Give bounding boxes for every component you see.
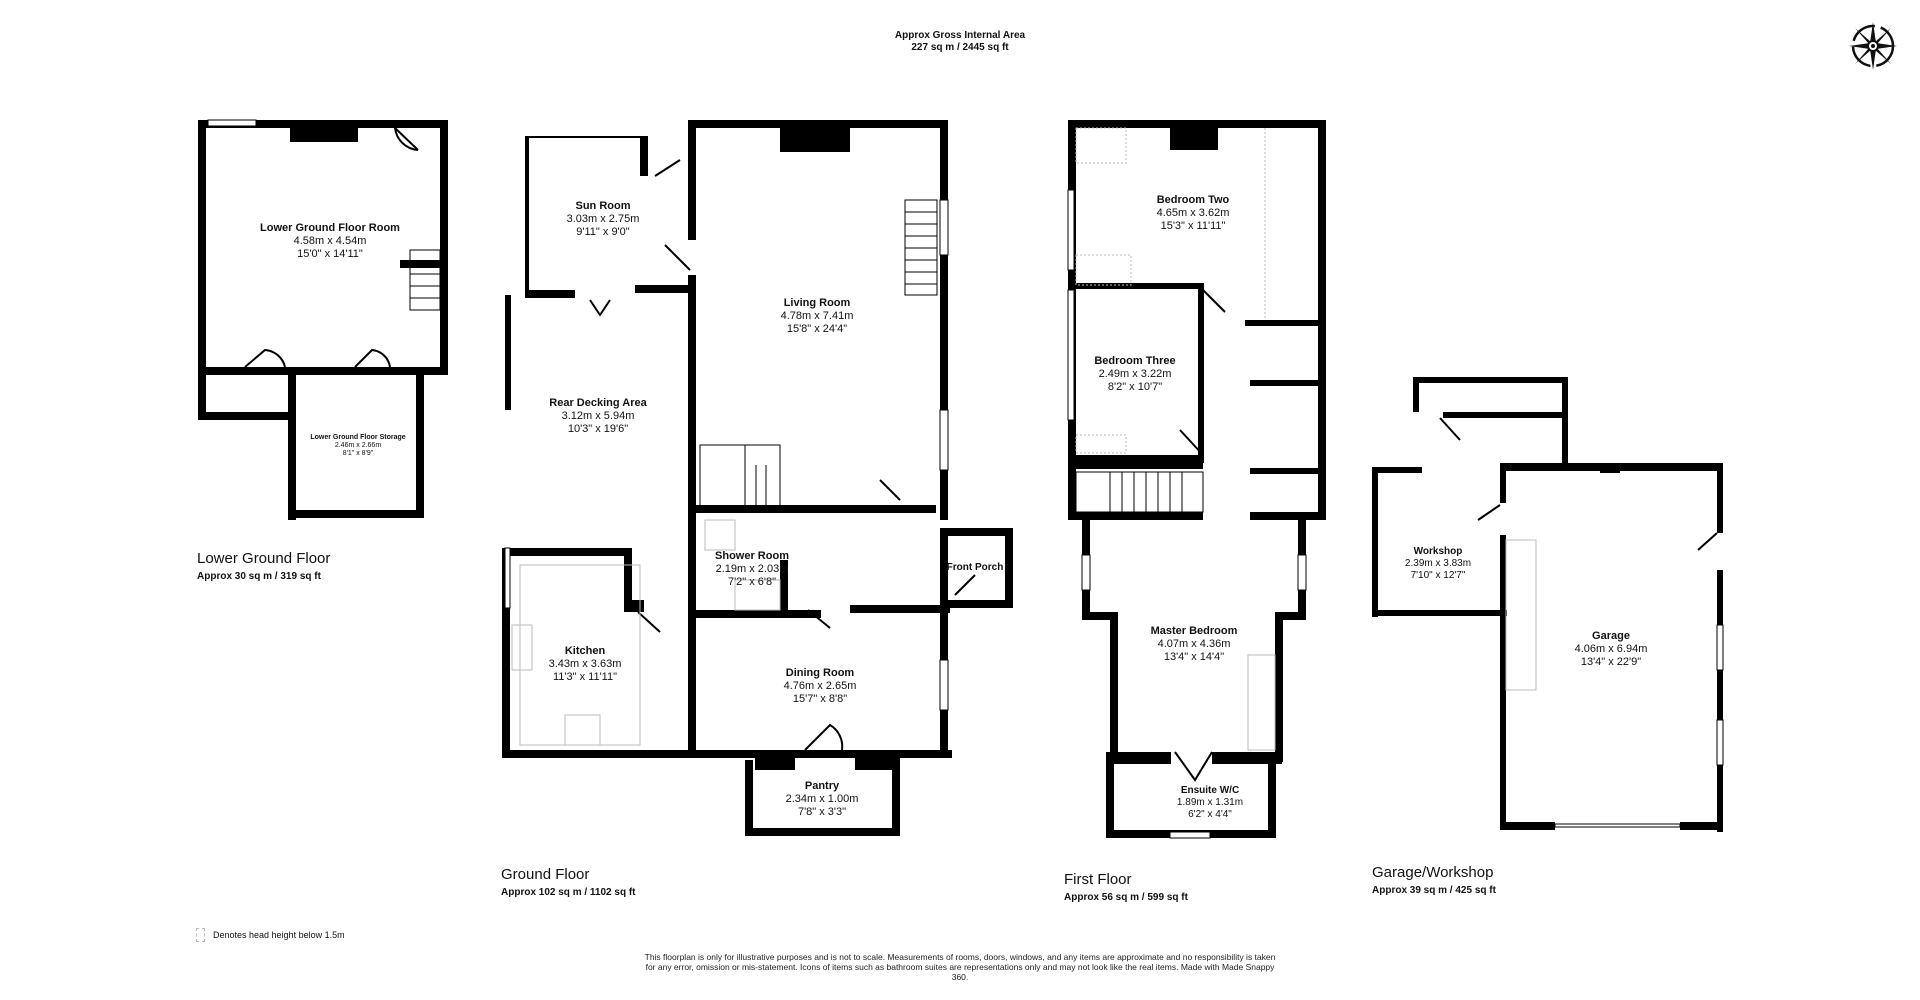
room-pantry: Pantry 2.34m x 1.00m 7'8" x 3'3" (785, 780, 859, 818)
gross-area-value: 227 sq m / 2445 sq ft (911, 42, 1009, 53)
room-garage: Garage 4.06m x 6.94m 13'4" x 22'9" (1574, 630, 1648, 668)
room-bedroom-three: Bedroom Three 2.49m x 3.22m 8'2" x 10'7" (1094, 355, 1176, 393)
floor-area-first: Approx 56 sq m / 599 sq ft (1064, 892, 1188, 903)
room-lower-ground-floor-room: Lower Ground Floor Room 4.58m x 4.54m 15… (260, 222, 400, 260)
room-sun-room: Sun Room 3.03m x 2.75m 9'11" x 9'0" (566, 200, 640, 238)
gross-area-header: Approx Gross Internal Area 227 sq m / 24… (0, 30, 1920, 54)
room-bedroom-two: Bedroom Two 4.65m x 3.62m 15'3" x 11'11" (1156, 194, 1230, 232)
room-lower-ground-floor-storage: Lower Ground Floor Storage 2.46m x 2.66m… (310, 434, 406, 457)
floor-title-lower-ground: Lower Ground Floor (197, 550, 331, 567)
disclaimer: This floorplan is only for illustrative … (644, 952, 1276, 982)
room-master-bedroom: Master Bedroom 4.07m x 4.36m 13'4" x 14'… (1150, 625, 1238, 663)
wall (198, 120, 448, 128)
room-shower-room: Shower Room 2.19m x 2.03m 7'2" x 6'8" (715, 550, 789, 588)
room-rear-decking-area: Rear Decking Area 3.12m x 5.94m 10'3" x … (549, 397, 647, 435)
gross-area-title: Approx Gross Internal Area (894, 30, 1026, 41)
room-dining-room: Dining Room 4.76m x 2.65m 15'7" x 8'8" (783, 667, 857, 705)
floor-area-ground: Approx 102 sq m / 1102 sq ft (501, 887, 636, 898)
room-front-porch: Front Porch (946, 562, 1004, 573)
floor-title-garage: Garage/Workshop (1372, 864, 1494, 881)
floor-title-ground: Ground Floor (501, 866, 590, 883)
floor-title-first: First Floor (1064, 871, 1132, 888)
room-kitchen: Kitchen 3.43m x 3.63m 11'3" x 11'11" (548, 645, 622, 683)
room-living-room: Living Room 4.78m x 7.41m 15'8" x 24'4" (780, 297, 854, 335)
legend-text: Denotes head height below 1.5m (213, 930, 345, 940)
head-height-swatch-icon (196, 928, 205, 942)
floor-area-garage: Approx 39 sq m / 425 sq ft (1372, 885, 1496, 896)
room-workshop: Workshop 2.39m x 3.83m 7'10" x 12'7" (1404, 546, 1472, 581)
legend: Denotes head height below 1.5m (196, 928, 345, 942)
room-ensuite-wc: Ensuite W/C 1.89m x 1.31m 6'2" x 4'4" (1176, 785, 1244, 820)
floor-area-lower-ground: Approx 30 sq m / 319 sq ft (197, 571, 321, 582)
compass-rose-icon (1849, 22, 1897, 70)
